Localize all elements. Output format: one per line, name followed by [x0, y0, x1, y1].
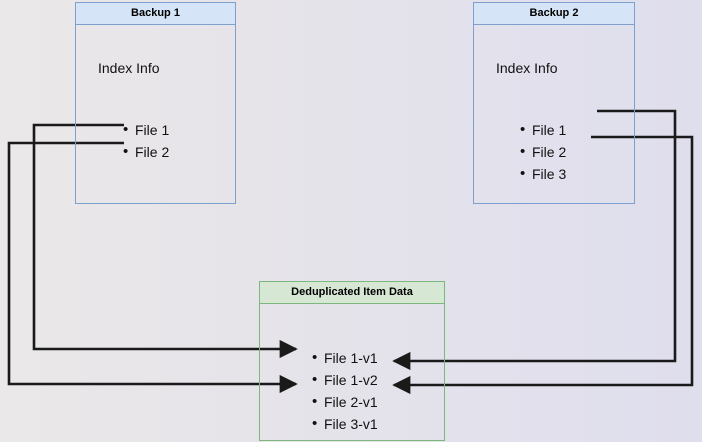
- node-backup-2-body: Index Info File 1 File 2 File 3: [474, 25, 634, 203]
- node-dedup-body: File 1-v1 File 1-v2 File 2-v1 File 3-v1: [260, 304, 444, 440]
- node-backup-1-body: Index Info File 1 File 2: [76, 25, 235, 203]
- node-backup-1-caption: Index Info: [98, 60, 160, 76]
- node-backup-1[interactable]: Backup 1 Index Info File 1 File 2: [75, 2, 236, 204]
- node-backup-2-header: Backup 2: [474, 3, 634, 25]
- list-item: File 1-v1: [312, 347, 378, 369]
- list-item: File 2: [520, 141, 566, 163]
- node-backup-1-header: Backup 1: [76, 3, 235, 25]
- list-item: File 3: [520, 163, 566, 185]
- node-deduplicated-item-data[interactable]: Deduplicated Item Data File 1-v1 File 1-…: [259, 281, 445, 441]
- backup-2-file-list: File 1 File 2 File 3: [518, 119, 566, 185]
- list-item: File 2: [123, 141, 169, 163]
- list-item: File 1-v2: [312, 369, 378, 391]
- list-item: File 1: [520, 119, 566, 141]
- list-item: File 3-v1: [312, 413, 378, 435]
- node-backup-2[interactable]: Backup 2 Index Info File 1 File 2 File 3: [473, 2, 635, 204]
- node-dedup-header: Deduplicated Item Data: [260, 282, 444, 304]
- list-item: File 2-v1: [312, 391, 378, 413]
- backup-1-file-list: File 1 File 2: [121, 119, 169, 163]
- dedup-item-list: File 1-v1 File 1-v2 File 2-v1 File 3-v1: [310, 347, 378, 435]
- node-backup-2-caption: Index Info: [496, 60, 558, 76]
- list-item: File 1: [123, 119, 169, 141]
